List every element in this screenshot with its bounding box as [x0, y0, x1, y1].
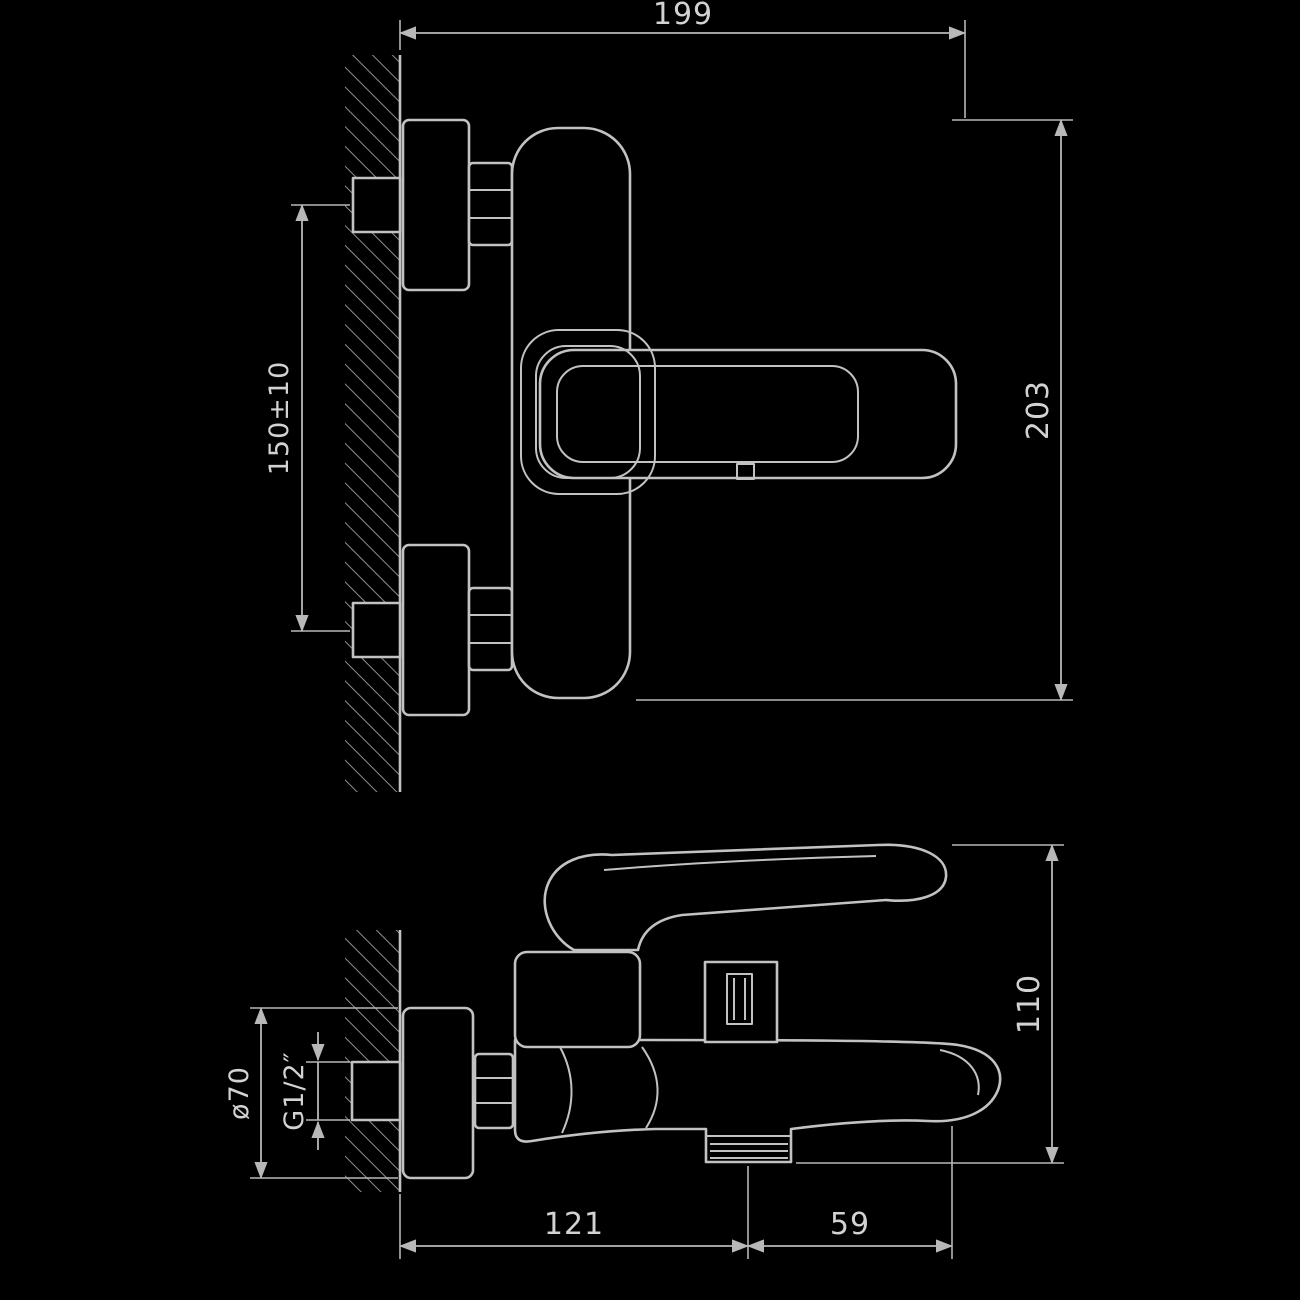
handle-clip-detail	[736, 463, 755, 480]
body-casting-curve-right	[641, 1046, 659, 1129]
inlet-fitting-top	[351, 176, 402, 234]
handle-lever-inner	[556, 365, 859, 463]
dim-label-front-height: 203	[1021, 380, 1056, 440]
mixer-handle-front	[520, 329, 958, 495]
side-view: 110 121 59 ø70 G1/2″	[224, 843, 1064, 1259]
handle-top-edge-line	[603, 855, 877, 871]
outlet-thread	[706, 1135, 791, 1159]
mixer-body-spout-side	[513, 1038, 1002, 1164]
spout-tip-line	[939, 1049, 980, 1096]
dimension-side-height: 110	[796, 843, 1064, 1165]
dim-label-side-height: 110	[1012, 974, 1047, 1034]
diverter-knob	[703, 960, 779, 1044]
handle-hub-outer	[520, 329, 656, 495]
dimension-escutcheon-diameter: ø70	[224, 1006, 398, 1180]
dimension-mount-spacing: 150±10	[264, 203, 350, 633]
handle-lever-outer	[538, 348, 958, 480]
dimension-wall-to-outlet: 121	[398, 1166, 750, 1259]
inlet-fitting-side	[350, 1060, 402, 1122]
wall-hatch-front	[345, 55, 400, 792]
dim-label-escutcheon-diameter: ø70	[224, 1066, 255, 1120]
escutcheon-plate-top	[401, 118, 471, 292]
dimension-outlet-to-tip: 59	[746, 1126, 954, 1259]
handle-hub-inner	[535, 345, 641, 479]
dimension-front-width: 199	[398, 0, 967, 118]
escutcheon-plate-side	[401, 1006, 475, 1180]
dim-label-outlet-to-tip: 59	[830, 1207, 870, 1242]
dim-label-front-width: 199	[653, 0, 713, 32]
dimension-thread: G1/2″	[279, 1032, 350, 1150]
dim-label-wall-to-outlet: 121	[544, 1207, 604, 1242]
inlet-fitting-bottom	[351, 601, 402, 659]
escutcheon-plate-bottom	[401, 543, 471, 717]
hex-nut-top	[467, 161, 514, 247]
hex-nut-side	[473, 1052, 515, 1130]
front-view: 199 203 150±10	[264, 0, 1073, 792]
body-casting-curve-left	[559, 1046, 573, 1134]
cartridge-housing-side	[513, 950, 642, 1049]
mixer-handle-side	[543, 843, 948, 952]
dimension-front-height: 203	[636, 118, 1073, 702]
dim-label-thread: G1/2″	[279, 1051, 310, 1130]
dim-label-mount-spacing: 150±10	[264, 361, 295, 476]
hex-nut-bottom	[467, 586, 514, 672]
